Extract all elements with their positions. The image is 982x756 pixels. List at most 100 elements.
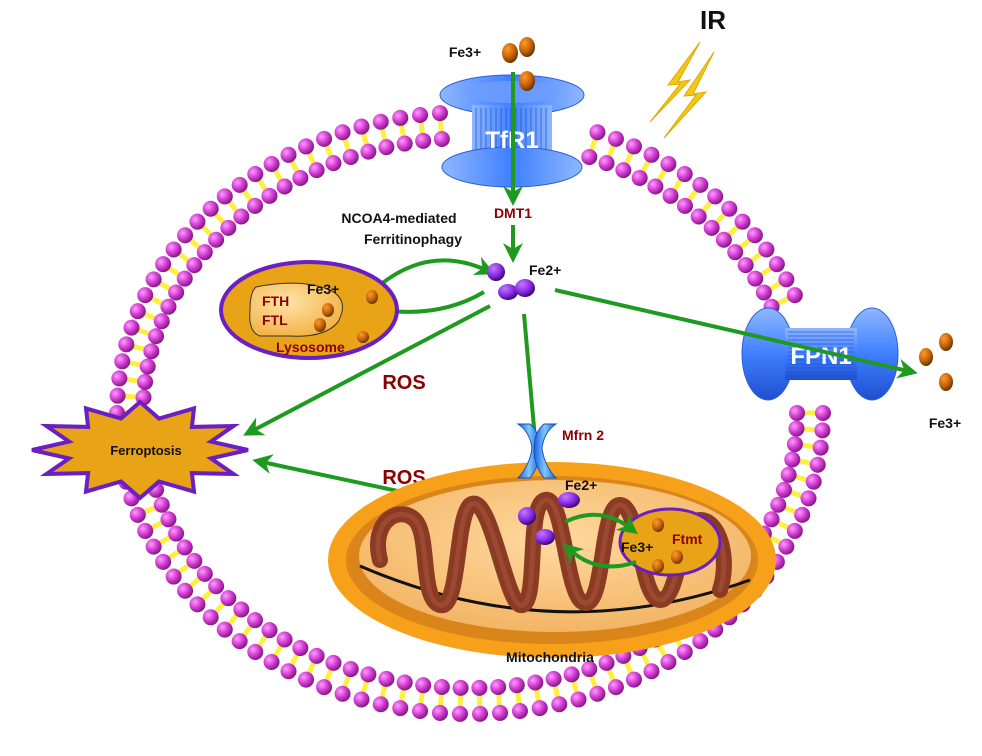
- lipid-head: [815, 405, 831, 421]
- lipid-head: [607, 130, 624, 147]
- lipid-head: [261, 187, 278, 204]
- lipid-head: [334, 685, 351, 702]
- lipid-head: [433, 678, 450, 695]
- lipid-head: [353, 118, 370, 135]
- lipid-head: [431, 704, 448, 721]
- lipid-head: [160, 511, 177, 528]
- lipid-head: [551, 696, 568, 713]
- lipid-head: [690, 208, 707, 225]
- lipid-head: [768, 256, 785, 273]
- mfrn2-transporter: [516, 423, 558, 479]
- lipid-head: [155, 553, 172, 570]
- mitochondria-label: Mitochondria: [506, 649, 594, 665]
- fe3-outside-top-label: Fe3+: [449, 44, 481, 60]
- lipid-head: [208, 578, 225, 595]
- fe2-ions-mitochondria: [518, 492, 580, 545]
- arrow-lysosome-to-fe2: [378, 256, 496, 287]
- fe3-ions-top: [502, 37, 535, 91]
- fe2-mito-label: Fe2+: [565, 477, 597, 493]
- lipid-head: [727, 244, 744, 261]
- lipid-head: [471, 679, 488, 696]
- lipid-head: [746, 227, 763, 244]
- ir-label: IR: [700, 5, 726, 35]
- lipid-head: [360, 143, 377, 160]
- lipid-head: [643, 663, 660, 680]
- lipid-head: [360, 666, 377, 683]
- lipid-head: [111, 370, 128, 387]
- lipid-head: [715, 231, 732, 248]
- lipid-head: [662, 187, 679, 204]
- lipid-head: [755, 284, 772, 301]
- lipid-head: [511, 702, 528, 719]
- lipid-head: [737, 257, 754, 274]
- lipid-head: [643, 146, 660, 163]
- lipid-head: [231, 176, 248, 193]
- lipid-head: [276, 631, 293, 648]
- lipid-head: [342, 661, 359, 678]
- lipid-head: [780, 466, 797, 483]
- lipid-head: [508, 677, 525, 694]
- lipid-head: [186, 552, 203, 569]
- lipid-head: [778, 538, 795, 555]
- lipid-head: [196, 244, 213, 261]
- mito-iron-cycle-arrows: [562, 512, 638, 569]
- lipid-head: [353, 691, 370, 708]
- fe3-ions-outside-right: [919, 333, 953, 391]
- ftmt-label: Ftmt: [672, 531, 703, 547]
- lipid-head: [676, 166, 693, 183]
- fth-label: FTH: [262, 293, 289, 309]
- lipid-head: [316, 679, 333, 696]
- lipid-head: [298, 671, 315, 688]
- lipid-head: [208, 231, 225, 248]
- lipid-head: [545, 670, 562, 687]
- lipid-head: [231, 633, 248, 650]
- lipid-head: [431, 105, 448, 122]
- fpn1-transporter: FPN1: [741, 307, 899, 401]
- lipid-head: [280, 663, 297, 680]
- lipid-head: [153, 313, 170, 330]
- lipid-head: [660, 653, 677, 670]
- lysosome: Fe3+ FTH FTL Lysosome: [219, 260, 399, 360]
- lipid-head: [598, 155, 615, 172]
- lipid-head: [189, 596, 206, 613]
- lipid-head: [137, 522, 154, 539]
- lipid-head: [581, 661, 598, 678]
- lipid-head: [396, 674, 413, 691]
- lipid-head: [589, 685, 606, 702]
- lipid-head: [216, 621, 233, 638]
- lipid-head: [233, 208, 250, 225]
- lipid-head: [177, 582, 194, 599]
- lipid-head: [160, 298, 177, 315]
- ftl-label: FTL: [262, 312, 288, 328]
- lipid-head: [692, 633, 709, 650]
- lipid-head: [805, 473, 822, 490]
- lipid-head: [176, 539, 193, 556]
- ncoa4-label-line1: NCOA4-mediated: [341, 210, 456, 226]
- lipid-head: [676, 197, 693, 214]
- lipid-head: [647, 178, 664, 195]
- lipid-head: [292, 640, 309, 657]
- lipid-head: [786, 436, 803, 453]
- lipid-head: [280, 146, 297, 163]
- lipid-head: [392, 109, 409, 126]
- lipid-head: [492, 704, 509, 721]
- lipid-head: [814, 422, 831, 439]
- lipid-head: [263, 156, 280, 173]
- lipid-head: [165, 241, 182, 258]
- lipid-head: [334, 124, 351, 141]
- lipid-head: [775, 481, 792, 498]
- lipid-head: [747, 270, 764, 287]
- lipid-head: [794, 506, 811, 523]
- lipid-head: [412, 107, 429, 124]
- lipid-head: [563, 666, 580, 683]
- ncoa4-label-line2: Ferritinophagy: [364, 231, 462, 247]
- lysosome-label: Lysosome: [276, 339, 345, 355]
- ftmt-ferritin: Fe3+ Ftmt: [618, 507, 722, 577]
- lipid-head: [531, 700, 548, 717]
- ferroptosis-label: Ferroptosis: [110, 443, 182, 458]
- lipid-head: [168, 284, 185, 301]
- lipid-head: [308, 647, 325, 664]
- lipid-head: [298, 138, 315, 155]
- lipid-head: [168, 525, 185, 542]
